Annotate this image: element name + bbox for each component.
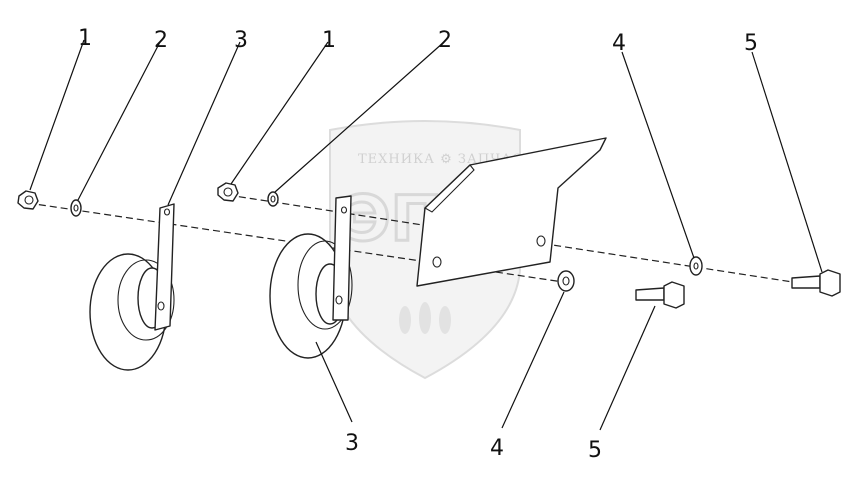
callout-5-bottom: 5 xyxy=(588,438,602,463)
leader-lines xyxy=(29,39,823,431)
callout-3-left: 3 xyxy=(234,28,248,53)
callout-1-left: 1 xyxy=(78,26,92,51)
washer-top-right xyxy=(689,256,703,276)
callout-3-bottom: 3 xyxy=(345,431,359,456)
nut-left xyxy=(17,190,39,210)
callout-4-top: 4 xyxy=(612,31,626,56)
washer-right xyxy=(267,191,279,207)
nut-right xyxy=(217,182,239,202)
callout-4-bottom: 4 xyxy=(490,436,504,461)
wheat-emblem xyxy=(399,302,451,334)
callout-5-top: 5 xyxy=(744,31,758,56)
bolt-bottom xyxy=(635,281,685,309)
callout-1-right: 1 xyxy=(322,28,336,53)
mounting-bracket xyxy=(416,137,607,287)
callout-2-left: 2 xyxy=(154,28,168,53)
washer-left xyxy=(70,199,82,217)
bolt-top-right xyxy=(791,269,841,297)
horn-right xyxy=(269,195,353,359)
callout-2-right: 2 xyxy=(438,28,452,53)
washer-bottom xyxy=(557,270,575,292)
horn-left xyxy=(89,203,175,371)
